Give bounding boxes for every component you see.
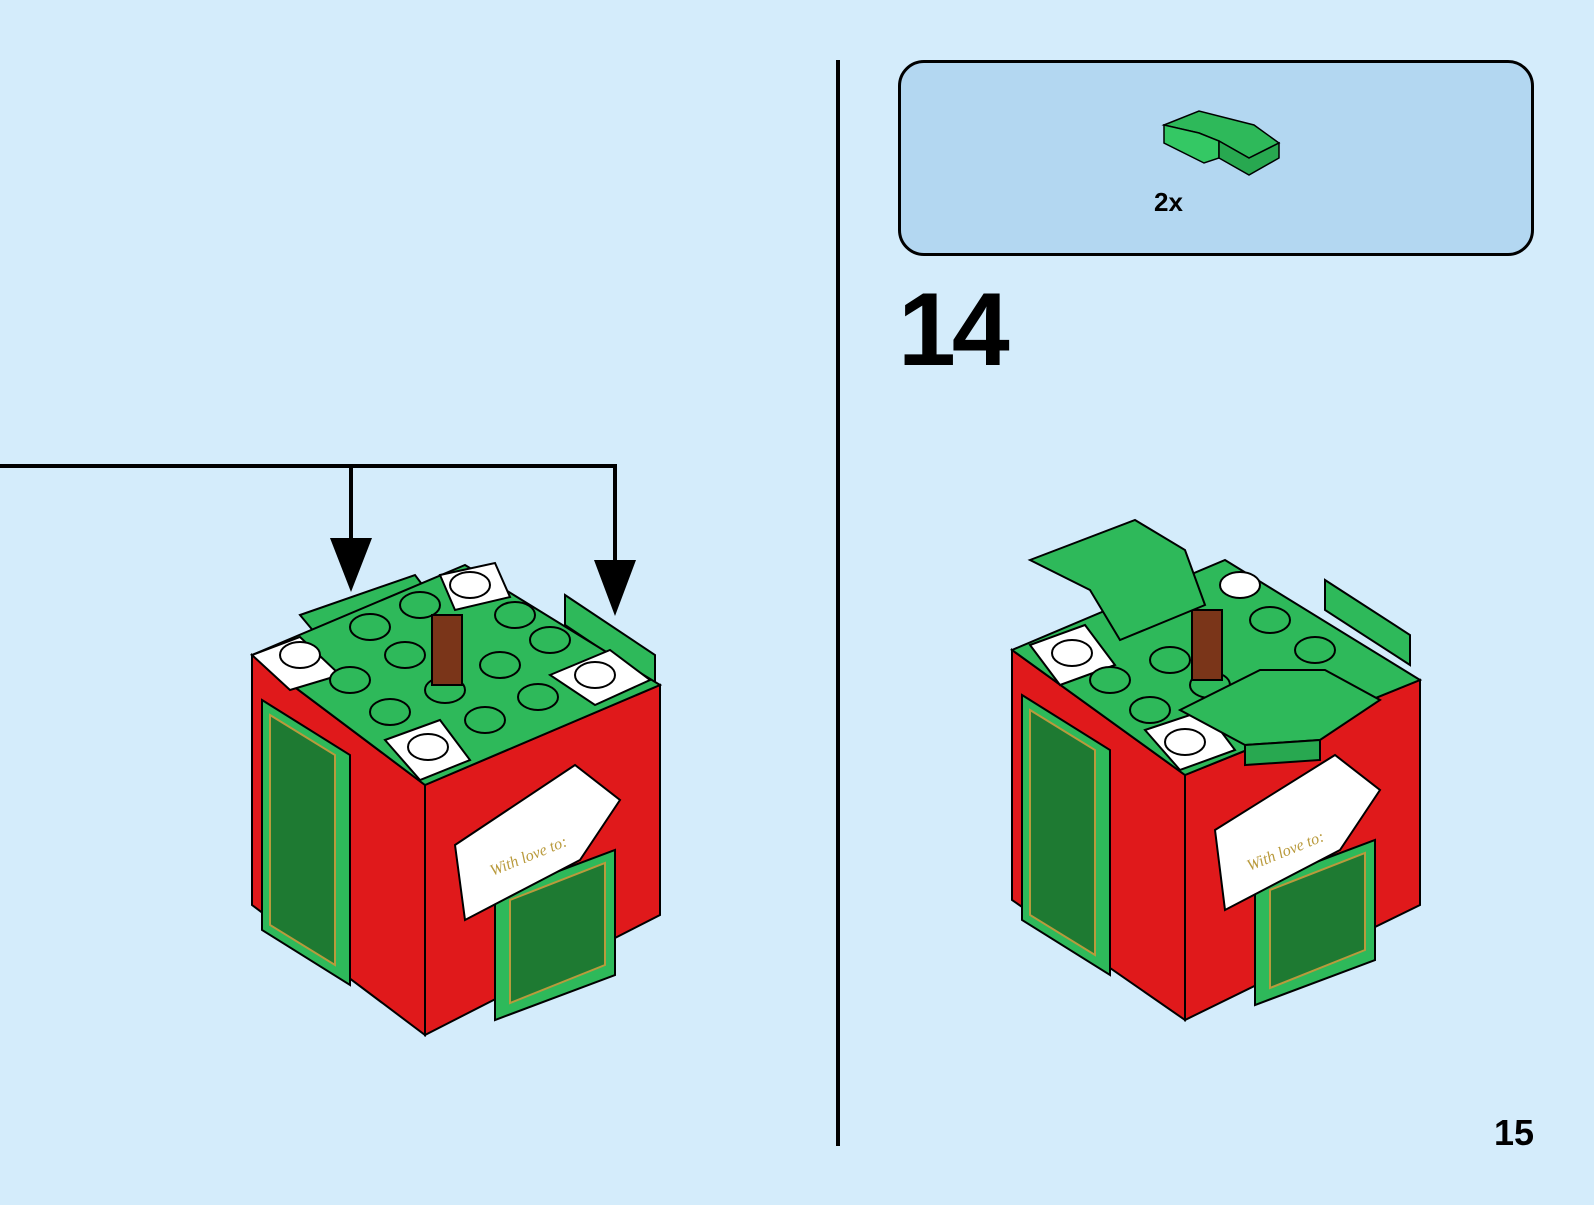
step-divider: [836, 60, 840, 1146]
arrow-down-icon: [330, 538, 372, 592]
step-number: 14: [898, 272, 1010, 388]
parts-callout: 2x: [898, 60, 1534, 256]
placement-arrows: [0, 464, 636, 616]
placed-slope-brick: [1027, 518, 1207, 642]
gift-model-before: [250, 561, 663, 1038]
page-number: 15: [1494, 1112, 1535, 1153]
gift-model-after: [1009, 518, 1423, 1022]
part-quantity: 2x: [1154, 187, 1183, 217]
arrow-down-icon: [594, 560, 636, 616]
green-curved-slope-brick-icon: [1161, 110, 1281, 176]
